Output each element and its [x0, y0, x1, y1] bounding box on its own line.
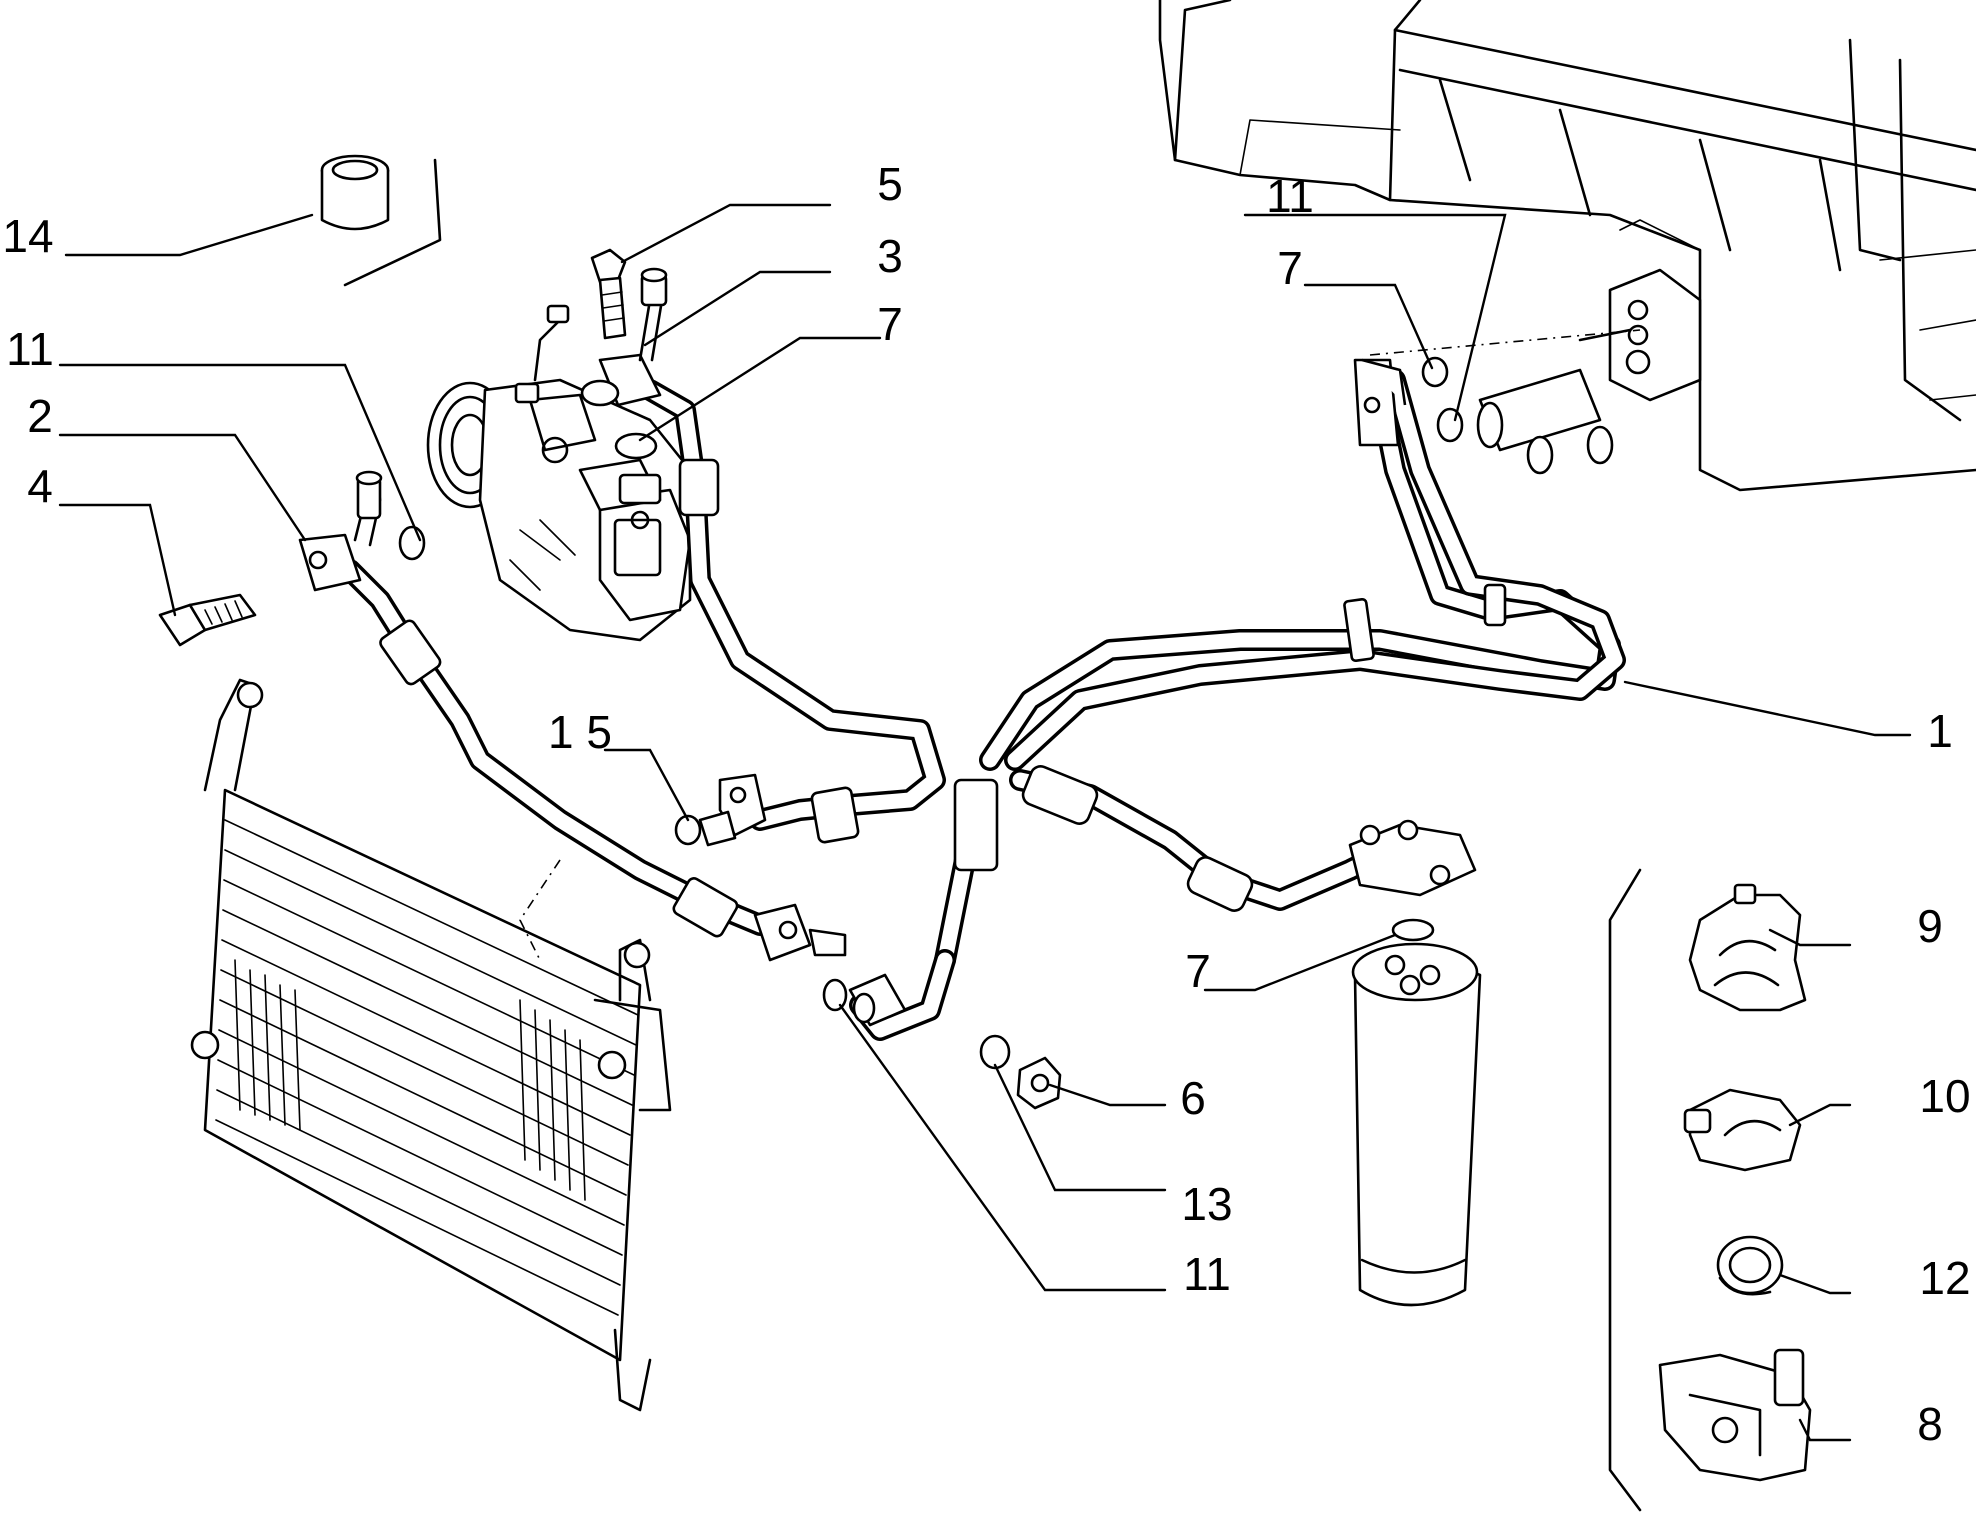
callout-6: 6: [1180, 1072, 1206, 1124]
callout-5: 5: [877, 158, 903, 210]
callout-11-bottom: 11: [1183, 1248, 1231, 1300]
o-ring-11-evap: [1436, 407, 1464, 443]
discharge-hose: [580, 267, 946, 847]
callout-10: 10: [1919, 1070, 1970, 1122]
evaporator-housing: [1158, 0, 1976, 492]
grommet-12: [1716, 1235, 1784, 1296]
bushing-14: [320, 154, 442, 287]
o-ring-7-compressor-top: [614, 432, 658, 460]
receiver-drier: [1351, 942, 1482, 1307]
bolt-5: [590, 248, 627, 340]
callout-7-drier: 7: [1185, 945, 1211, 997]
callout-1: 1: [1927, 705, 1953, 757]
callout-labels: 1 2 3 4 5 6 7 7 7 8 9 10 11 11 11 12 13 …: [2, 158, 1970, 1450]
callout-11-left: 11: [6, 323, 54, 375]
bracket-8: [1658, 1348, 1812, 1482]
callout-7-compressor: 7: [877, 298, 903, 350]
group-divider-right: [1608, 868, 1642, 1512]
callout-3: 3: [877, 230, 903, 282]
callout-8: 8: [1917, 1398, 1943, 1450]
leader-lines: [58, 203, 1912, 1442]
callout-12: 12: [1919, 1252, 1970, 1304]
o-ring-11-left: [398, 525, 426, 561]
callout-2: 2: [27, 390, 53, 442]
nut-6: [1016, 1056, 1062, 1110]
o-ring-7-drier: [1391, 918, 1435, 942]
callout-9: 9: [1917, 900, 1943, 952]
callout-11-evaporator: 11: [1266, 170, 1314, 222]
callout-15: 1 5: [548, 706, 612, 758]
ac-compressor: [426, 304, 692, 642]
clip-10: [1683, 1088, 1802, 1172]
o-ring-13: [979, 1034, 1011, 1070]
callout-4: 4: [27, 460, 53, 512]
bolt-4: [158, 593, 257, 647]
o-ring-11-low: [822, 978, 848, 1012]
callout-14: 14: [2, 210, 53, 262]
clip-9: [1688, 883, 1807, 1012]
condenser: [190, 678, 672, 1412]
o-ring-7-evap: [1421, 356, 1449, 388]
hose-assembly-1: [848, 358, 1626, 1041]
callout-13: 13: [1181, 1178, 1232, 1230]
callout-7-evaporator: 7: [1277, 242, 1303, 294]
suction-line-2: [298, 470, 847, 962]
o-ring-15: [674, 814, 702, 846]
